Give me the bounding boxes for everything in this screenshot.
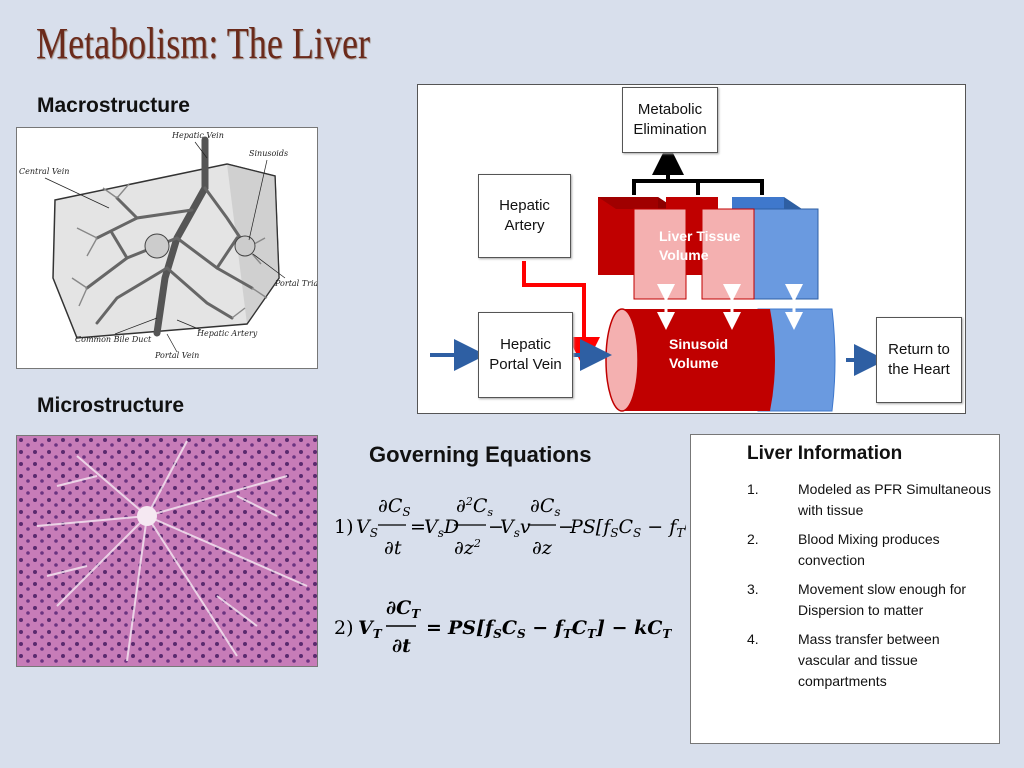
macro-label-hepatic-vein: Hepatic Vein	[171, 131, 224, 140]
list-item-text: Blood Mixing produces convection	[798, 531, 940, 568]
governing-equations-title: Governing Equations	[369, 442, 592, 467]
svg-text:∂t: ∂t	[392, 635, 411, 657]
list-item: 4. Mass transfer between vascular and tis…	[747, 629, 992, 692]
list-item-number: 2.	[747, 531, 759, 547]
list-item-number: 3.	[747, 581, 759, 597]
sinusoid-volume-label: Sinusoid Volume	[669, 336, 729, 371]
svg-text:∂2Cs: ∂2Cs	[456, 495, 493, 519]
metabolic-elimination-box: Metabolic Elimination	[622, 87, 718, 153]
list-item: 1. Modeled as PFR Simultaneous with tissu…	[747, 479, 992, 521]
equation-1-number: 1)	[334, 516, 354, 538]
list-item-text: Mass transfer between vascular and tissu…	[798, 631, 940, 689]
list-item-text: Modeled as PFR Simultaneous with tissue	[798, 481, 991, 518]
svg-text:∂t: ∂t	[384, 537, 402, 559]
liver-information-title: Liver Information	[747, 443, 903, 464]
macro-label-portal-vein: Portal Vein	[154, 351, 199, 360]
svg-text:PS[fSCS − fTCT] − kCT: PS[fSCS − fTCT] − kCT	[447, 617, 672, 641]
list-item: 3. Movement slow enough for Dispersion to…	[747, 579, 992, 621]
macro-label-sinusoids: Sinusoids	[249, 149, 288, 158]
svg-text:∂Cs: ∂Cs	[530, 495, 561, 519]
macro-label-portal-triad: Portal Triad	[274, 279, 317, 288]
svg-text:−: −	[558, 516, 574, 538]
return-to-heart-box: Return to the Heart	[876, 317, 962, 403]
microstructure-label: Microstructure	[37, 394, 185, 417]
liver-information-list: 1. Modeled as PFR Simultaneous with tissu…	[747, 479, 992, 700]
equation-2-number: 2)	[334, 617, 354, 639]
hepatic-artery-box: Hepatic Artery	[478, 174, 571, 258]
macro-label-hepatic-artery: Hepatic Artery	[196, 329, 258, 338]
svg-text:∂CS: ∂CS	[378, 495, 411, 519]
list-item-number: 1.	[747, 481, 759, 497]
list-item-text: Movement slow enough for Dispersion to m…	[798, 581, 967, 618]
svg-text:∂z2: ∂z2	[454, 537, 481, 559]
svg-text:PS[fSCS − fTCT]: PS[fSCS − fTCT]	[569, 516, 686, 540]
liver-information-panel: Liver Information 1. Modeled as PFR Simul…	[690, 434, 1000, 744]
liver-microstructure-image	[16, 435, 318, 667]
svg-text:=: =	[410, 516, 426, 538]
list-item-number: 4.	[747, 631, 759, 647]
macro-label-central-vein: Central Vein	[19, 167, 69, 176]
liver-flow-diagram: Metabolic Elimination Hepatic Artery Hep…	[417, 84, 966, 414]
svg-text:−: −	[488, 516, 504, 538]
equation-1: 1) VS ∂CS ∂t = VsD ∂2Cs ∂z2 − Vsv ∂Cs ∂z…	[334, 484, 715, 564]
svg-text:VS: VS	[356, 516, 378, 540]
hepatic-portal-vein-box: Hepatic Portal Vein	[478, 312, 573, 398]
svg-text:Vsv: Vsv	[500, 516, 531, 540]
svg-text:∂CT: ∂CT	[386, 597, 421, 621]
page-title: Metabolism: The Liver	[36, 19, 371, 68]
svg-text:VT: VT	[358, 617, 383, 641]
macrostructure-label: Macrostructure	[37, 94, 190, 117]
svg-text:∂z: ∂z	[532, 537, 553, 559]
svg-text:=: =	[426, 617, 442, 639]
macro-label-common-bile-duct: Common Bile Duct	[75, 335, 152, 344]
list-item: 2. Blood Mixing produces convection	[747, 529, 992, 571]
equation-2: 2) VT ∂CT ∂t = PS[fSCS − fTCT] − kCT	[334, 592, 686, 662]
liver-macrostructure-image: Hepatic Vein Sinusoids Central Vein Port…	[16, 127, 318, 369]
liver-tissue-volume-label: Liver Tissue Volume	[659, 228, 741, 263]
